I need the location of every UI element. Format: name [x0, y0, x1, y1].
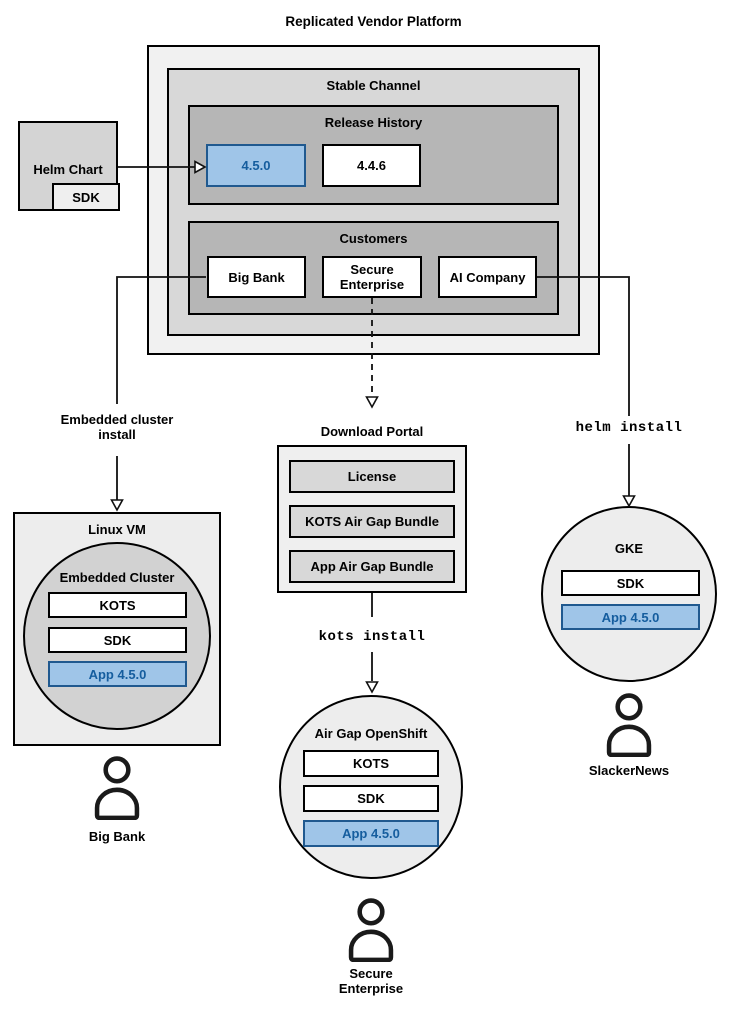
- command-helm-install: helm install: [575, 420, 683, 436]
- airgap-openshift-label: Air Gap OpenShift: [314, 726, 428, 741]
- helm-chart-box: Helm Chart SDK: [18, 121, 120, 211]
- user-icon: [94, 756, 140, 820]
- helm-sdk-box: SDK: [52, 183, 120, 211]
- release-history-label: Release History: [324, 115, 423, 130]
- embedded-cluster-circle: Embedded Cluster KOTS SDK App 4.5.0: [23, 542, 211, 730]
- download-portal-box: License KOTS Air Gap Bundle App Air Gap …: [277, 445, 467, 593]
- release-box-4-4-6: 4.4.6: [322, 144, 421, 187]
- linux-vm-label: Linux VM: [88, 522, 146, 537]
- customer-ai-company: AI Company: [438, 256, 537, 298]
- user-label-big-bank: Big Bank: [88, 829, 146, 844]
- download-portal-label: Download Portal: [320, 424, 424, 439]
- component-kots: KOTS: [303, 750, 439, 777]
- customer-big-bank: Big Bank: [207, 256, 306, 298]
- portal-item-app-airgap-bundle: App Air Gap Bundle: [289, 550, 455, 583]
- component-kots: KOTS: [48, 592, 187, 618]
- gke-circle: GKE SDK App 4.5.0: [541, 506, 717, 682]
- stable-channel-label: Stable Channel: [326, 78, 421, 93]
- arrowhead-down: [622, 495, 636, 508]
- arrowhead-down: [365, 396, 379, 409]
- arrowhead-down: [365, 681, 379, 694]
- arrowhead-down: [110, 499, 124, 512]
- portal-item-license: License: [289, 460, 455, 493]
- user-icon: [348, 898, 394, 962]
- user-label-secure-enterprise: Secure Enterprise: [338, 966, 404, 996]
- component-app: App 4.5.0: [303, 820, 439, 847]
- embedded-cluster-label: Embedded Cluster: [59, 570, 175, 585]
- component-app: App 4.5.0: [561, 604, 700, 630]
- airgap-openshift-circle: Air Gap OpenShift KOTS SDK App 4.5.0: [279, 695, 463, 879]
- customer-secure-enterprise: Secure Enterprise: [322, 256, 422, 298]
- portal-item-kots-airgap-bundle: KOTS Air Gap Bundle: [289, 505, 455, 538]
- release-box-4-5-0: 4.5.0: [206, 144, 306, 187]
- user-icon: [606, 693, 652, 757]
- user-label-slackernews: SlackerNews: [588, 763, 670, 778]
- edge-label-embedded-install: Embedded cluster install: [60, 412, 174, 442]
- component-app: App 4.5.0: [48, 661, 187, 687]
- customers-label: Customers: [339, 231, 408, 246]
- component-sdk: SDK: [303, 785, 439, 812]
- component-sdk: SDK: [48, 627, 187, 653]
- component-sdk: SDK: [561, 570, 700, 596]
- diagram-title: Replicated Vendor Platform: [285, 14, 462, 29]
- gke-label: GKE: [614, 541, 644, 556]
- linux-vm-box: Linux VM Embedded Cluster KOTS SDK App 4…: [13, 512, 221, 746]
- command-kots-install: kots install: [318, 629, 426, 645]
- helm-chart-label: Helm Chart: [33, 162, 103, 177]
